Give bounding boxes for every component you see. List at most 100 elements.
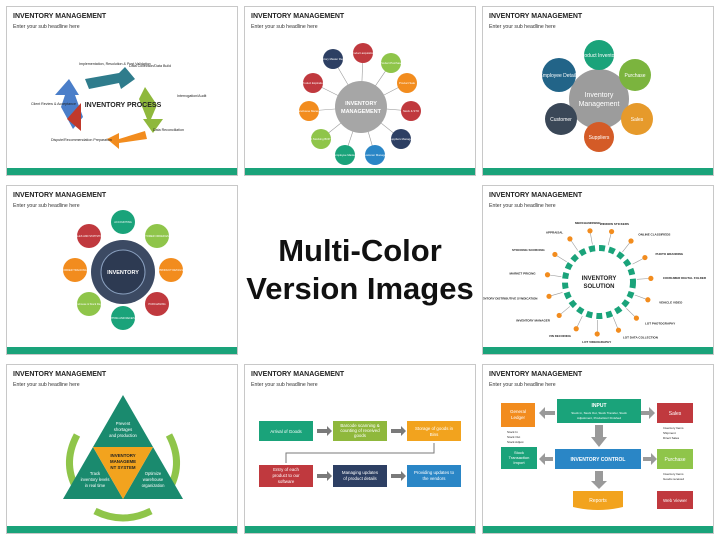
solution-dot	[552, 251, 558, 258]
triangle-left	[63, 447, 123, 499]
node-circles	[299, 43, 421, 165]
slide-inventory-modules[interactable]: INVENTORY MANAGEMENT Enter your sub head…	[6, 185, 238, 355]
flow-step-3: Bins	[430, 432, 439, 437]
web-viewer-label: Web Viewer	[663, 498, 688, 503]
solution-label: INVENTORY MANAGER	[516, 319, 550, 323]
flow-step-4: software	[278, 479, 295, 484]
module-label: ORDER TRACKING	[63, 268, 86, 272]
solution-dot	[573, 326, 579, 332]
solution-label: ONLINE INVENTORY DISTRIBUTIVE SYNDICATIO…	[483, 297, 537, 301]
sales-item: Direct Sales	[663, 436, 680, 440]
general-ledger: General	[510, 409, 526, 414]
center-system-text: MANAGEME	[110, 459, 136, 464]
process-label-1: Implementation, Resolution & Post Valida…	[79, 62, 151, 66]
slide-inventory-flow[interactable]: INVENTORY MANAGEMENT Enter your sub head…	[244, 364, 476, 534]
hub-node-suppliers: Suppliers	[589, 135, 610, 141]
module-label: CUSTOMER ORDER ENTRY	[140, 234, 175, 238]
center-system-text: INVENTORY	[110, 453, 135, 458]
sales-item: Shipment	[663, 431, 676, 435]
slide-inventory-hub[interactable]: INVENTORY MANAGEMENT Enter your sub head…	[482, 6, 714, 176]
stock-import: Transaction	[509, 455, 530, 460]
flow-step-6: Providing updates to	[414, 470, 455, 475]
slide-inventory-control[interactable]: INVENTORY MANAGEMENT Enter your sub head…	[482, 364, 714, 534]
node-label: Product acquisition	[351, 51, 375, 55]
solution-label: ONLINE CLASSIFIEDS	[638, 233, 670, 237]
right-text: organization	[142, 483, 165, 488]
slide-bottom-bar	[7, 168, 237, 175]
input-title: INPUT	[592, 403, 607, 409]
hub-node-customer: Customer	[550, 117, 572, 123]
gl-item: Stock In	[507, 430, 518, 434]
slide-bottom-bar	[7, 526, 237, 533]
solution-dot	[544, 272, 551, 278]
process-arrow-bottom	[107, 131, 147, 149]
slide-inventory-solution[interactable]: INVENTORY MANAGEMENT Enter your sub head…	[482, 185, 714, 355]
center-system-text: NT SYSTEM	[110, 465, 135, 470]
hub-node-product-inventory: Product Inventory	[579, 53, 619, 59]
inventory-circle-diagram: INVENTORY MANAGEMENT Inventory Master Re…	[296, 43, 421, 165]
slide-bottom-bar	[483, 526, 713, 533]
process-center-label: INVENTORY PROCESS	[85, 102, 162, 109]
solution-label: STOCKING SOURCING	[512, 248, 545, 252]
cycle-arrow-bottom	[93, 507, 153, 522]
flow-step-3: Storage of goods in	[415, 426, 454, 431]
slide-title: INVENTORY MANAGEMENT	[489, 192, 583, 199]
flow-step-2: goods	[354, 433, 367, 438]
inventory-control-diagram: INPUT Stock in, Stock Out, Stock Transfe…	[501, 399, 693, 510]
right-text: Optimize	[145, 471, 162, 476]
process-label-4: Data Reconciliation	[153, 128, 184, 132]
modules-center-label: INVENTORY	[107, 270, 139, 276]
process-label-2: Data Collection/Data Build	[129, 64, 171, 68]
node-label: Product Expiration	[302, 81, 325, 85]
slide-subtitle: Enter your sub headline here	[13, 382, 80, 388]
slide-title: INVENTORY MANAGEMENT	[251, 371, 345, 378]
solution-center-line2: SOLUTION	[584, 284, 615, 290]
solution-dot	[587, 228, 593, 234]
solution-dot	[567, 236, 573, 242]
node-label: Warehouse Manager	[296, 109, 322, 113]
slide-title: INVENTORY MANAGEMENT	[13, 192, 107, 199]
slide-title: INVENTORY MANAGEMENT	[13, 13, 107, 20]
solution-dot	[594, 331, 600, 337]
node-label: Stock & STO	[403, 109, 420, 113]
inventory-hub-diagram: Inventory Management Product Inventory P…	[540, 40, 653, 152]
flow-step-5: of product details	[343, 476, 377, 481]
slide-subtitle: Enter your sub headline here	[251, 382, 318, 388]
solution-dot	[633, 315, 640, 321]
solution-dot	[642, 254, 648, 261]
slide-subtitle: Enter your sub headline here	[489, 382, 556, 388]
gl-item: Stock Out	[507, 435, 520, 439]
solution-label: WINDOW STICKERS	[600, 222, 629, 226]
flow-step-4: Entry of each	[273, 467, 299, 472]
node-label: Product Stocking BOP & ERP	[303, 137, 340, 141]
slide-subtitle: Enter your sub headline here	[13, 203, 80, 209]
center-heading: Multi-Color Version Images	[238, 187, 482, 353]
solution-label: MERCHANDISING	[575, 221, 601, 225]
module-label: PURCHASING	[148, 302, 165, 306]
hub-node-employee: Employee Details	[540, 73, 579, 79]
solution-label: CONSUMER DIGITAL FOLDER	[663, 276, 707, 280]
node-label: Product Purchase	[380, 61, 403, 65]
center-label-line2: MANAGEMENT	[341, 109, 382, 115]
slide-inventory-process[interactable]: INVENTORY MANAGEMENT Enter your sub head…	[6, 6, 238, 176]
slide-bottom-bar	[483, 168, 713, 175]
slide-title: INVENTORY MANAGEMENT	[13, 371, 107, 378]
hub-label-line1: Inventory	[585, 92, 614, 99]
hub-label-line2: Management	[579, 101, 620, 108]
center-heading-line1: Multi-Color	[278, 233, 442, 268]
solution-dot	[615, 327, 622, 333]
process-arrow-right	[139, 87, 163, 133]
input-desc: Adjustment, Production/ Finished	[577, 416, 621, 420]
slide-inventory-system-triangle[interactable]: INVENTORY MANAGEMENT Enter your sub head…	[6, 364, 238, 534]
slide-subtitle: Enter your sub headline here	[251, 24, 318, 30]
node-label: Employee Master	[334, 153, 356, 157]
stock-import: Stock	[514, 450, 524, 455]
triangle-right	[123, 447, 183, 499]
hub-node-sales: Sales	[631, 117, 644, 123]
solution-dot	[648, 275, 654, 281]
input-desc: Stock in, Stock Out, Stock Transfer, Sto…	[571, 411, 627, 415]
solution-label: MARKET PRICING	[509, 272, 536, 276]
triangle-top	[93, 395, 153, 447]
slide-inventory-management-circles[interactable]: INVENTORY MANAGEMENT Enter your sub head…	[244, 6, 476, 176]
